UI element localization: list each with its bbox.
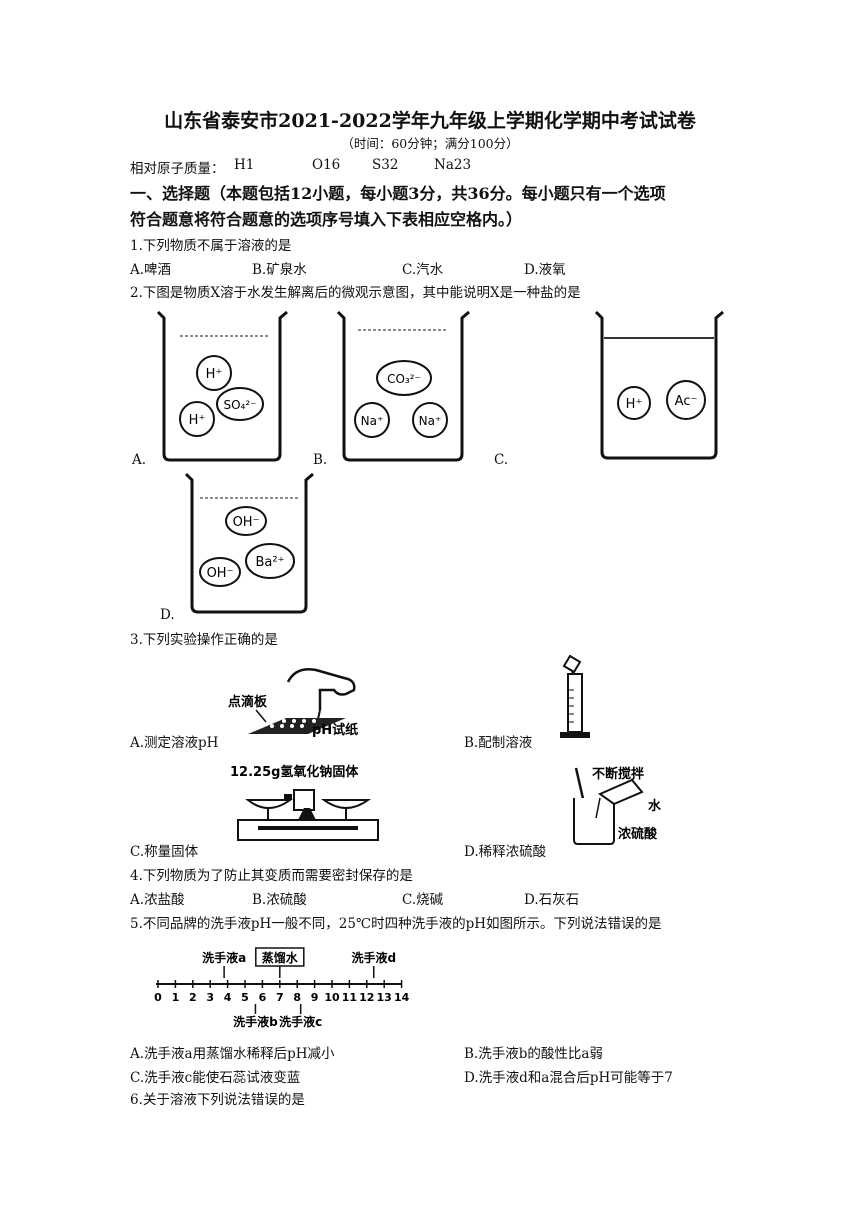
ph-test-figure: 点滴板 pH试纸 <box>228 668 358 738</box>
dilute-acid-figure: 不断搅拌 水 浓硫酸 <box>573 766 662 845</box>
fig-label-dropping-plate: 点滴板 <box>228 694 268 710</box>
q4-option-d: D.石灰石 <box>524 892 580 908</box>
q3-option-c: C.称量固体 <box>130 844 199 860</box>
q1-option-c: C.汽水 <box>402 262 444 278</box>
balance-figure: 12.25g氢氧化钠固体 <box>230 764 379 841</box>
ph-tick-label: 2 <box>189 991 197 1004</box>
q5-option-d: D.洗手液d和a混合后pH可能等于7 <box>464 1070 673 1086</box>
q2-label-c: C. <box>494 452 509 468</box>
beaker-b-ion-1: CO₃²⁻ <box>387 372 421 386</box>
beaker-a-ion-2: SO₄²⁻ <box>223 398 256 412</box>
beaker-d-ion-3: OH⁻ <box>207 566 234 581</box>
beaker-b-figure: CO₃²⁻ Na⁺ Na⁺ <box>336 310 470 462</box>
atomic-mass-s: S32 <box>372 157 399 173</box>
beaker-c-ion-2: Ac⁻ <box>675 394 698 409</box>
ph-tick-label: 3 <box>206 991 214 1004</box>
q1-option-a: A.啤酒 <box>130 262 172 278</box>
q2-label-b: B. <box>313 452 328 468</box>
ph-tick-label: 13 <box>377 991 392 1004</box>
ph-tick-label: 9 <box>311 991 319 1004</box>
fig-label-sodium-hydroxide: 12.25g氢氧化钠固体 <box>230 764 359 780</box>
ph-tick-label: 14 <box>394 991 410 1004</box>
ph-tick-label: 5 <box>241 991 249 1004</box>
q4-stem: 4.下列物质为了防止其变质而需要密封保存的是 <box>130 868 413 884</box>
q5-stem: 5.不同品牌的洗手液pH一般不同，25℃时四种洗手液的pH如图所示。下列说法错误… <box>130 916 662 932</box>
q2-stem: 2.下图是物质X溶于水发生解离后的微观示意图，其中能说明X是一种盐的是 <box>130 285 581 301</box>
graduated-cylinder-figure <box>560 654 590 738</box>
ph-marker-label-d: 洗手液d <box>351 950 396 965</box>
beaker-a-figure: H⁺ SO₄²⁻ H⁺ <box>156 310 288 462</box>
ph-tick-label: 7 <box>276 991 284 1004</box>
q1-option-b: B.矿泉水 <box>252 262 307 278</box>
q2-label-a: A. <box>132 452 147 468</box>
beaker-b-ion-3: Na⁺ <box>419 414 442 428</box>
q4-option-b: B.浓硫酸 <box>252 892 307 908</box>
ph-tick-label: 11 <box>342 991 357 1004</box>
ph-tick-label: 6 <box>259 991 267 1004</box>
ph-tick-label: 4 <box>224 991 232 1004</box>
q2-label-d: D. <box>160 607 175 623</box>
ph-tick-label: 0 <box>154 991 162 1004</box>
q3-option-a: A.测定溶液pH <box>130 735 219 751</box>
beaker-a-ion-1: H⁺ <box>206 367 223 382</box>
ph-tick-label: 10 <box>324 991 340 1004</box>
atomic-mass-o: O16 <box>312 157 341 173</box>
beaker-a-ion-3: H⁺ <box>189 413 206 428</box>
q6-stem: 6.关于溶液下列说法错误的是 <box>130 1092 305 1108</box>
fig-label-stir: 不断搅拌 <box>592 766 644 782</box>
q5-option-c: C.洗手液c能使石蕊试液变蓝 <box>130 1070 301 1086</box>
q5-option-b: B.洗手液b的酸性比a弱 <box>464 1046 603 1062</box>
ph-tick-label: 12 <box>359 991 374 1004</box>
fig-label-water: 水 <box>648 798 662 814</box>
q1-option-d: D.液氧 <box>524 262 566 278</box>
ph-marker-label-b: 洗手液b <box>233 1014 278 1029</box>
beaker-b-ion-2: Na⁺ <box>361 414 384 428</box>
fig-label-conc-acid: 浓硫酸 <box>618 826 658 842</box>
paper-title: 山东省泰安市2021-2022学年九年级上学期化学期中考试试卷 <box>164 110 696 132</box>
beaker-d-figure: OH⁻ Ba²⁺ OH⁻ <box>184 472 314 614</box>
section-heading-line1: 一、选择题（本题包括12小题，每小题3分，共36分。每小题只有一个选项 <box>130 184 666 203</box>
fig-label-ph-paper: pH试纸 <box>312 722 358 738</box>
q3-option-b: B.配制溶液 <box>464 735 533 751</box>
beaker-c-ion-1: H⁺ <box>626 397 643 412</box>
q4-option-a: A.浓盐酸 <box>130 892 185 908</box>
beaker-d-ion-1: OH⁻ <box>233 515 260 530</box>
ph-marker-label-water: 蒸馏水 <box>262 950 299 965</box>
q5-option-a: A.洗手液a用蒸馏水稀释后pH减小 <box>130 1046 335 1062</box>
q3-option-d: D.稀释浓硫酸 <box>464 844 547 860</box>
ph-tick-label: 1 <box>172 991 180 1004</box>
q4-option-c: C.烧碱 <box>402 892 444 908</box>
atomic-mass-label: 相对原子质量： <box>130 161 225 177</box>
ph-tick-label: 8 <box>293 991 301 1004</box>
beaker-c-figure: H⁺ Ac⁻ <box>594 310 724 460</box>
beaker-d-ion-2: Ba²⁺ <box>256 555 285 570</box>
paper-subtitle: （时间：60分钟；满分100分） <box>341 136 519 151</box>
atomic-mass-h: H1 <box>234 157 255 173</box>
q3-stem: 3.下列实验操作正确的是 <box>130 632 278 648</box>
section-heading-line2: 符合题意将符合题意的选项序号填入下表相应空格内。） <box>130 210 523 229</box>
ph-marker-box-water <box>255 947 305 967</box>
ph-marker-label-a: 洗手液a <box>202 950 246 965</box>
ph-marker-label-c: 洗手液c <box>279 1014 322 1029</box>
q1-stem: 1.下列物质不属于溶液的是 <box>130 238 292 254</box>
atomic-mass-na: Na23 <box>434 157 472 173</box>
